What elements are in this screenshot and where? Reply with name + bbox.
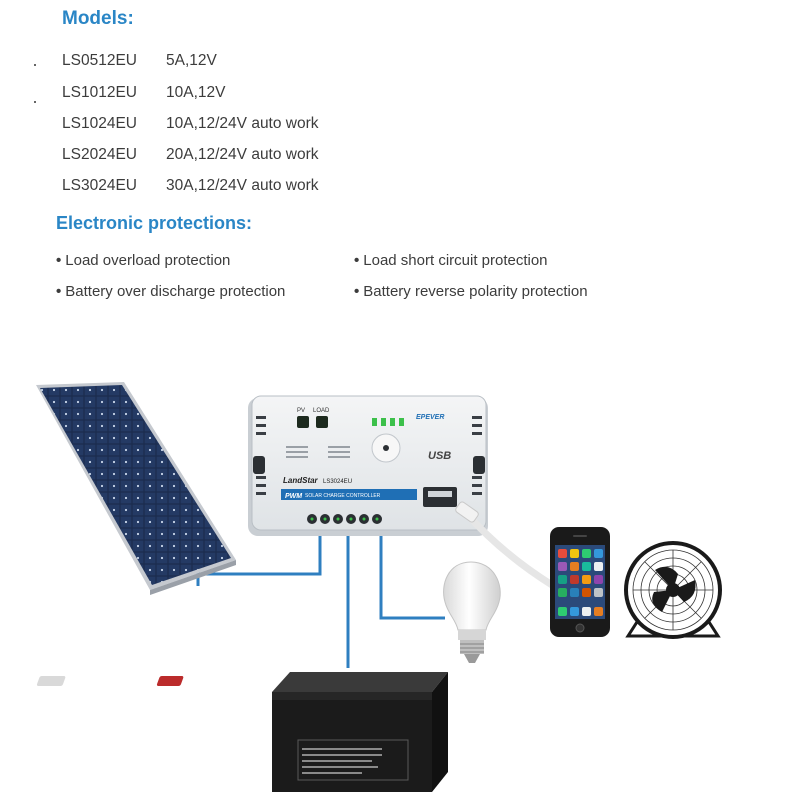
set-button [383,445,389,451]
speck [34,64,36,66]
controller-model: LS3024EU [323,479,352,485]
protection-label: Battery reverse polarity protection [363,283,588,300]
model-spec: 30A,12/24V auto work [166,177,319,194]
bullet-dot: • [56,283,62,300]
model-code: LS1012EU [62,84,137,101]
pv-led [297,416,309,428]
usb-logo: USB [428,450,451,462]
model-spec: 20A,12/24V auto work [166,146,319,163]
controller-type-badge: PWM [285,493,302,500]
solar-panel-icon [36,382,236,595]
protection-label: Battery over discharge protection [65,283,286,300]
model-code: LS0512EU [62,52,137,69]
protection-item: •Load overload protection [56,252,230,269]
wire-panel-to-controller [196,532,322,586]
model-spec: 10A,12/24V auto work [166,115,319,132]
model-row: LS0512EU 5A,12V [62,52,217,70]
smartphone-icon [550,527,610,637]
terminal-block [307,514,382,524]
bullet-dot: • [56,252,62,269]
model-spec: 10A,12V [166,84,226,101]
maker-logo: EPEVER [416,414,444,421]
model-code: LS1024EU [62,115,137,132]
controller-band [281,489,417,500]
model-code: LS3024EU [62,177,137,194]
protection-item: •Load short circuit protection [354,252,548,269]
model-spec: 5A,12V [166,52,217,69]
charge-controller-icon: PV LOAD EPEVER USB LandStar LS3024EU PWM… [248,395,488,536]
speck [34,101,36,103]
model-row: LS3024EU 30A,12/24V auto work [62,177,319,195]
indicator-load-label: LOAD [313,408,330,414]
led-bulb-icon [443,561,501,663]
bullet-dot: • [354,252,360,269]
model-row: LS1024EU 10A,12/24V auto work [62,115,319,133]
protection-item: •Battery reverse polarity protection [354,283,588,300]
battery-icon [36,672,448,792]
desk-fan-icon [624,541,722,639]
model-row: LS2024EU 20A,12/24V auto work [62,146,319,164]
wire-load-to-controller [379,536,445,620]
protection-label: Load short circuit protection [363,252,548,269]
protection-label: Load overload protection [65,252,231,269]
load-led [316,416,328,428]
controller-brand: LandStar [283,476,319,485]
usb-cable-icon [455,501,556,589]
protections-heading: Electronic protections: [56,213,253,233]
model-row: LS1012EU 10A,12V [62,84,225,102]
models-heading: Models: [62,8,134,29]
controller-type-label: SOLAR CHARGE CONTROLLER [305,493,381,499]
bullet-dot: • [354,283,360,300]
model-code: LS2024EU [62,146,137,163]
wiring [196,532,445,668]
protection-item: •Battery over discharge protection [56,283,285,300]
indicator-pv-label: PV [297,408,305,414]
